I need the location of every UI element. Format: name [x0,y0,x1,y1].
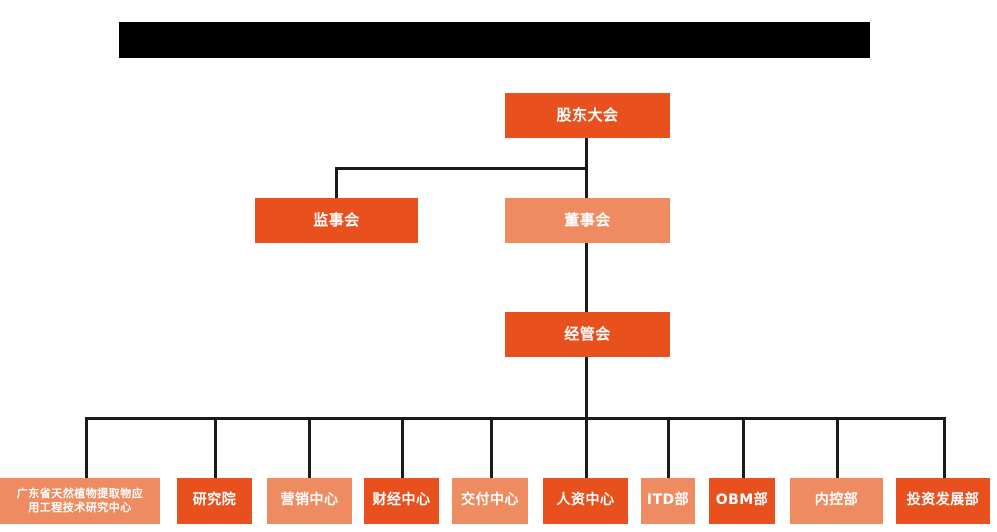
redacted-title-bar [119,22,870,58]
node-label: 广东省天然植物提取物应 用工程技术研究中心 [16,487,144,514]
node-obm-department[interactable]: OBM部 [709,478,775,524]
connector-board-to-management [585,243,588,313]
node-label: 董事会 [564,211,611,230]
node-marketing-center[interactable]: 营销中心 [267,478,352,524]
node-board-of-directors[interactable]: 董事会 [505,198,670,243]
connector-to-board-of-directors [585,167,588,199]
connector-drop-6 [585,417,588,478]
node-label: ITD部 [646,492,690,509]
connector-management-down [585,357,588,419]
node-investment-development-department[interactable]: 投资发展部 [896,478,990,524]
connector-to-supervisory-board [335,167,338,199]
node-management-committee[interactable]: 经管会 [505,312,670,357]
connector-drop-4 [401,417,404,478]
connector-level2-bus [335,167,587,170]
node-label: 财经中心 [372,492,431,509]
connector-drop-1 [85,417,88,478]
node-delivery-center[interactable]: 交付中心 [452,478,528,524]
connector-drop-9 [836,417,839,478]
node-label: 内控部 [814,492,859,509]
node-supervisory-board[interactable]: 监事会 [255,198,418,243]
node-label: 投资发展部 [906,492,980,509]
connector-drop-2 [214,417,217,478]
node-internal-control-department[interactable]: 内控部 [790,478,883,524]
node-label: 营销中心 [280,492,339,509]
connector-department-bus [85,417,945,420]
connector-drop-8 [742,417,745,478]
node-label: 研究院 [192,492,237,509]
connector-drop-5 [490,417,493,478]
connector-level1-down [585,138,588,168]
node-finance-center[interactable]: 财经中心 [364,478,439,524]
connector-drop-7 [667,417,670,478]
connector-drop-10 [943,417,946,478]
connector-drop-3 [308,417,311,478]
node-label: 股东大会 [556,106,619,125]
node-itd-department[interactable]: ITD部 [641,478,695,524]
node-label: 监事会 [313,211,360,230]
node-label: OBM部 [715,492,769,509]
node-research-institute[interactable]: 研究院 [177,478,252,524]
node-label: 人资中心 [556,492,615,509]
node-label: 交付中心 [461,492,519,509]
node-guangdong-research-center[interactable]: 广东省天然植物提取物应 用工程技术研究中心 [0,478,160,524]
node-hr-center[interactable]: 人资中心 [543,478,628,524]
node-shareholders-meeting[interactable]: 股东大会 [505,93,670,138]
node-label: 经管会 [564,325,611,344]
